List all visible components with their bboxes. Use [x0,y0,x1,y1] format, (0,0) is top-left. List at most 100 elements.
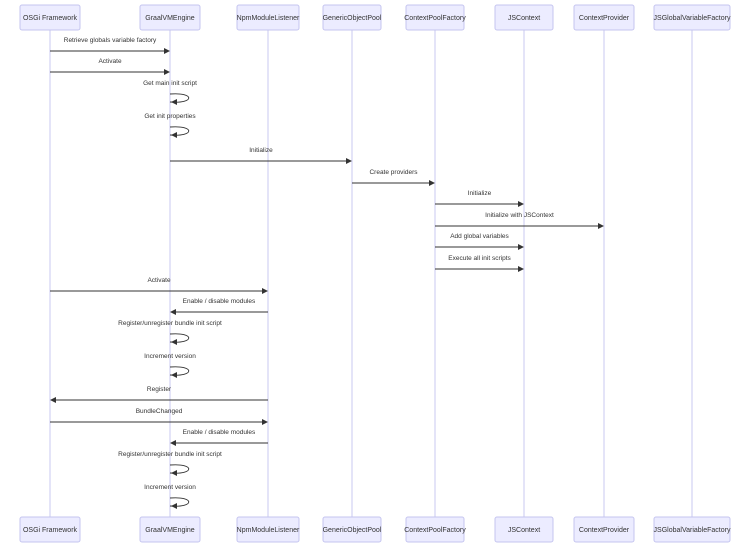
message-label: Enable / disable modules [183,298,256,305]
actor-box [405,516,465,543]
arrow-head [518,266,524,272]
message-label: Activate [147,277,171,284]
self-loop [169,126,190,136]
arrow-head [429,180,435,186]
message: Register [50,386,268,403]
message: Activate [50,58,170,75]
actor-cprov-top: ContextProvider [573,4,635,31]
self-loop [169,366,190,376]
message-label: Get main init script [143,80,197,87]
arrow-head [170,440,176,446]
actor-box [322,516,382,543]
actors-bottom: OSGi Framework GraalVMEngine NpmModuleList… [19,516,731,543]
message-label: Register/unregister bundle init script [118,451,222,458]
arrow-head [346,158,352,164]
arrow-head [171,503,177,509]
message: Enable / disable modules [170,429,268,446]
actor-label: GraalVMEngine [145,527,195,534]
actor-box [236,4,300,31]
message: Initialize [435,190,524,207]
actor-pool-bottom: GenericObjectPool [322,516,382,543]
message-label: Add global variables [450,233,509,240]
arrow-head [518,201,524,207]
message: Get init properties [144,113,196,138]
actor-label: JSContext [508,527,540,534]
message-label: Initialize [468,190,492,197]
arrow-head [262,419,268,425]
actor-box [653,516,731,543]
arrow-head [171,132,177,138]
actor-cpf-top: ContextPoolFactory [404,4,466,31]
actor-box [573,4,635,31]
actor-box [494,4,554,31]
message: Retrieve globals variable factory [50,37,170,54]
actor-osgi-bottom: OSGi Framework [19,516,81,543]
message: Initialize [170,147,352,164]
message-label: Initialize [249,147,273,154]
message: Execute all init scripts [435,255,524,272]
actor-npm-top: NpmModuleListener [236,4,300,31]
message-label: Create providers [369,169,418,176]
arrow-head [171,99,177,105]
actor-label: OSGi Framework [23,527,78,534]
actor-label: NpmModuleListener [237,527,300,534]
message-label: Get init properties [144,113,196,120]
actor-box [19,516,81,543]
self-loop [169,497,190,507]
message: Initialize with JSContext [435,212,604,229]
actor-osgi-top: OSGi Framework [19,4,81,31]
actor-cpf-bottom: ContextPoolFactory [404,516,466,543]
message: Enable / disable modules [170,298,268,315]
actor-box [139,4,201,31]
actor-box [19,4,81,31]
self-loop [169,464,190,474]
actor-graal-top: GraalVMEngine [139,4,201,31]
message: Add global variables [435,233,524,250]
actor-label: ContextProvider [579,527,630,534]
actor-box [653,4,731,31]
actor-label: ContextProvider [579,15,630,22]
message-label: BundleChanged [136,408,183,415]
arrow-head [598,223,604,229]
message-label: Activate [98,58,122,65]
actor-jsctx-top: JSContext [494,4,554,31]
message: Get main init script [143,80,197,105]
actors-top: OSGi Framework GraalVMEngine NpmModuleList… [19,4,731,31]
messages: Retrieve globals variable factoryActivat… [50,37,604,509]
message: Register/unregister bundle init script [118,451,222,476]
actor-pool-top: GenericObjectPool [322,4,382,31]
message-label: Register/unregister bundle init script [118,320,222,327]
actor-label: GraalVMEngine [145,15,195,22]
message-label: Execute all init scripts [448,255,511,262]
actor-box [139,516,201,543]
message-label: Enable / disable modules [183,429,256,436]
actor-cprov-bottom: ContextProvider [573,516,635,543]
message: Activate [50,277,268,294]
message: Register/unregister bundle init script [118,320,222,345]
message: BundleChanged [50,408,268,425]
actor-box [322,4,382,31]
message-label: Register [147,386,172,393]
actor-label: NpmModuleListener [237,15,300,22]
actor-label: ContextPoolFactory [404,15,466,22]
message-label: Increment version [144,484,196,491]
actor-graal-bottom: GraalVMEngine [139,516,201,543]
arrow-head [164,48,170,54]
self-loop [169,93,190,103]
message-label: Increment version [144,353,196,360]
actor-label: GenericObjectPool [323,15,382,22]
actor-jsgvf-top: JSGlobalVariableFactory [653,4,731,31]
arrow-head [171,339,177,345]
actor-box [405,4,465,31]
actor-label: OSGi Framework [23,15,78,22]
message: Increment version [144,353,196,378]
arrow-head [50,397,56,403]
message-label: Initialize with JSContext [485,212,554,219]
actor-box [494,516,554,543]
actor-box [236,516,300,543]
message: Increment version [144,484,196,509]
arrow-head [262,288,268,294]
arrow-head [518,244,524,250]
arrow-head [171,470,177,476]
